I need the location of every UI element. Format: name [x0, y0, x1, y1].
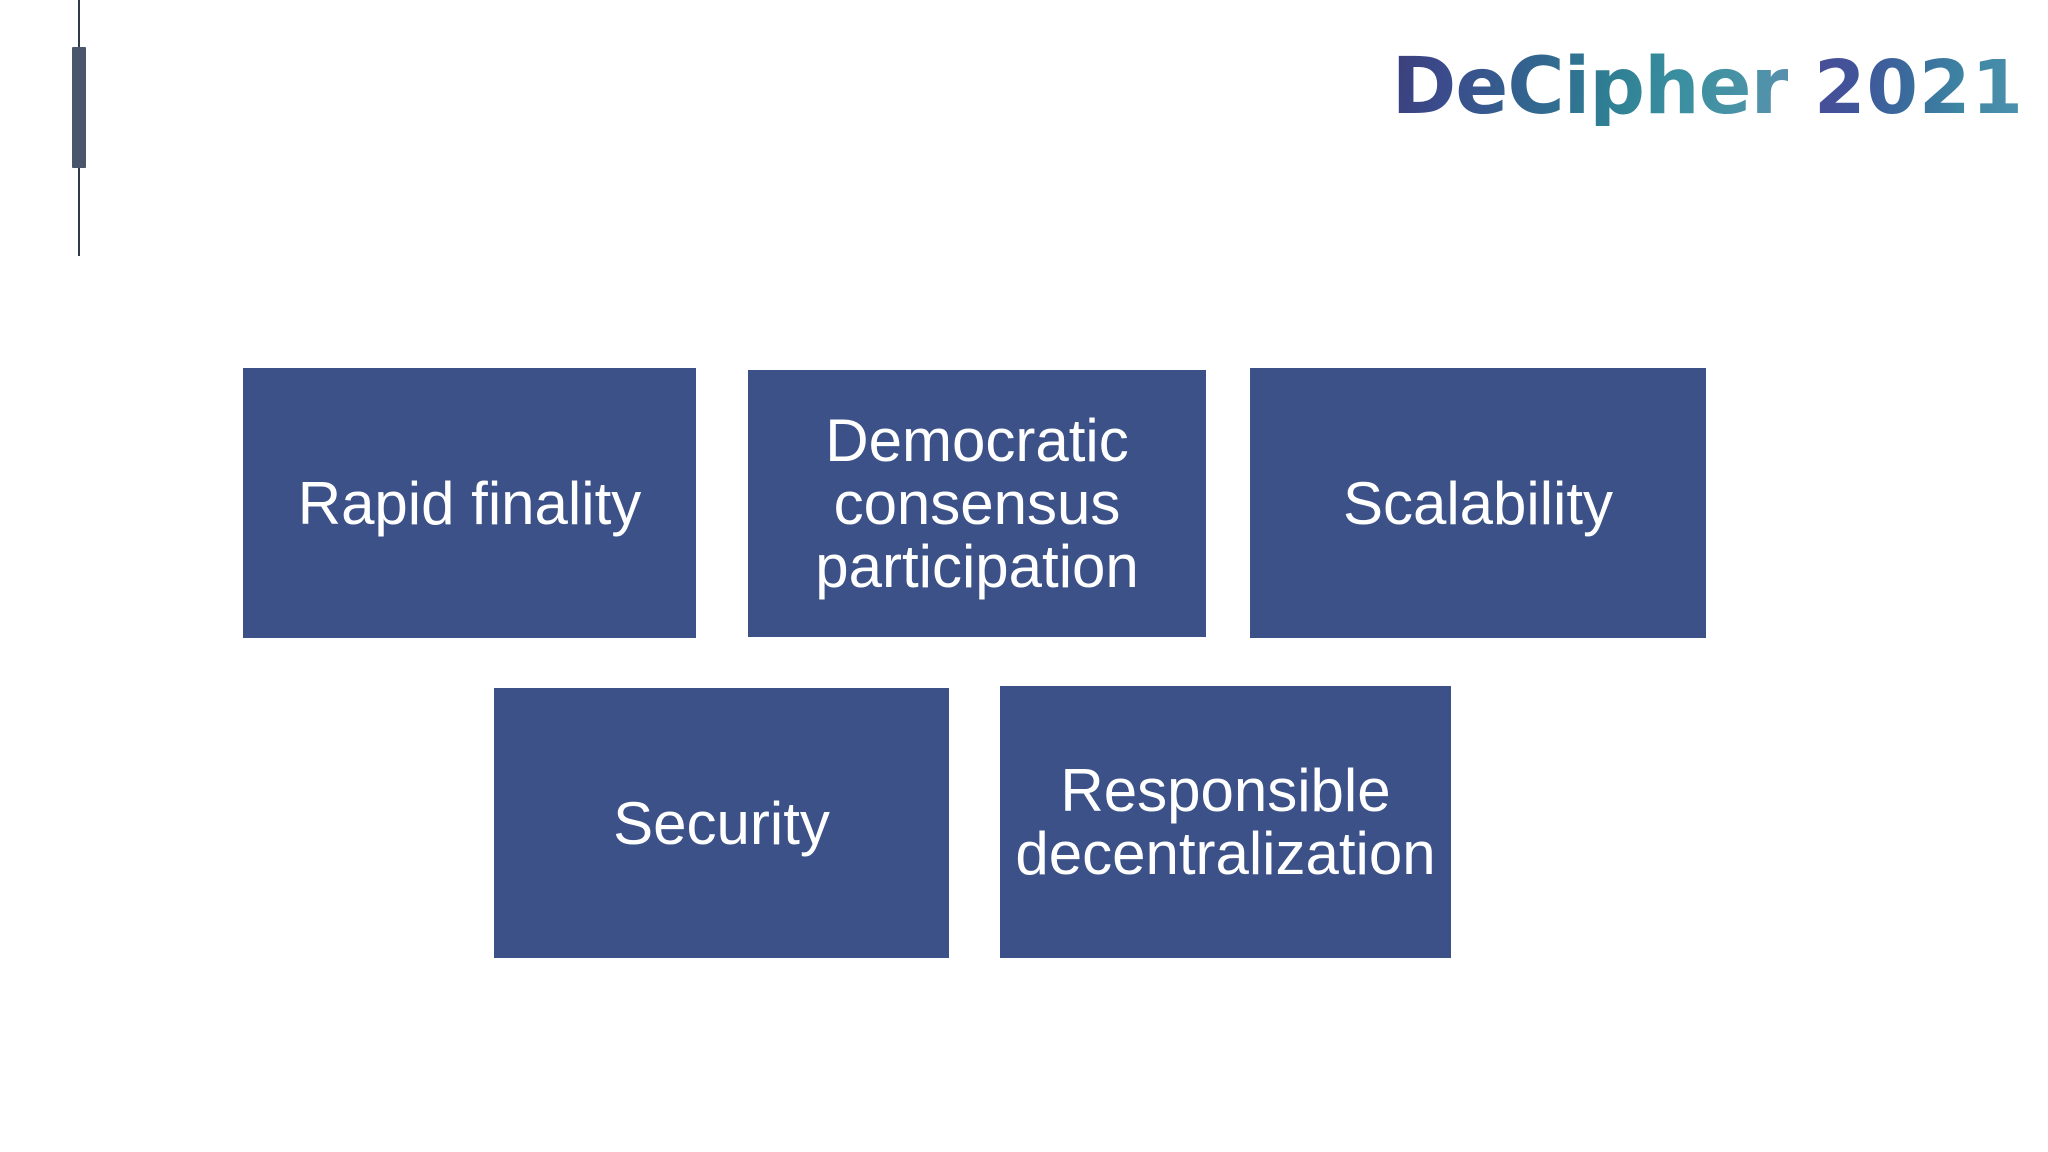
- diagram-box-label: Security: [613, 789, 830, 857]
- diagram-box-democratic-consensus-participation: Democratic consensus participation: [748, 370, 1206, 637]
- diagram-box-rapid-finality: Rapid finality: [243, 368, 696, 638]
- diagram-box-label: Democratic consensus participation: [815, 407, 1139, 600]
- left-accent-decoration: [72, 0, 88, 256]
- diagram-box-label: Scalability: [1342, 469, 1614, 537]
- decipher-logo: DeCipher 2021: [1392, 48, 2024, 126]
- diagram-box-security: Security: [494, 688, 949, 958]
- logo-wordmark: DeCipher: [1391, 42, 1789, 132]
- diagram-box-label: Rapid finality: [297, 469, 642, 537]
- diagram-box-responsible-decentralization: Responsible decentralization: [1000, 686, 1451, 958]
- diagram-box-scalability: Scalability: [1250, 368, 1706, 638]
- accent-thick-block: [72, 47, 86, 168]
- logo-year: 2021: [1814, 45, 2024, 131]
- diagram-box-label: Responsible decentralization: [1015, 757, 1436, 887]
